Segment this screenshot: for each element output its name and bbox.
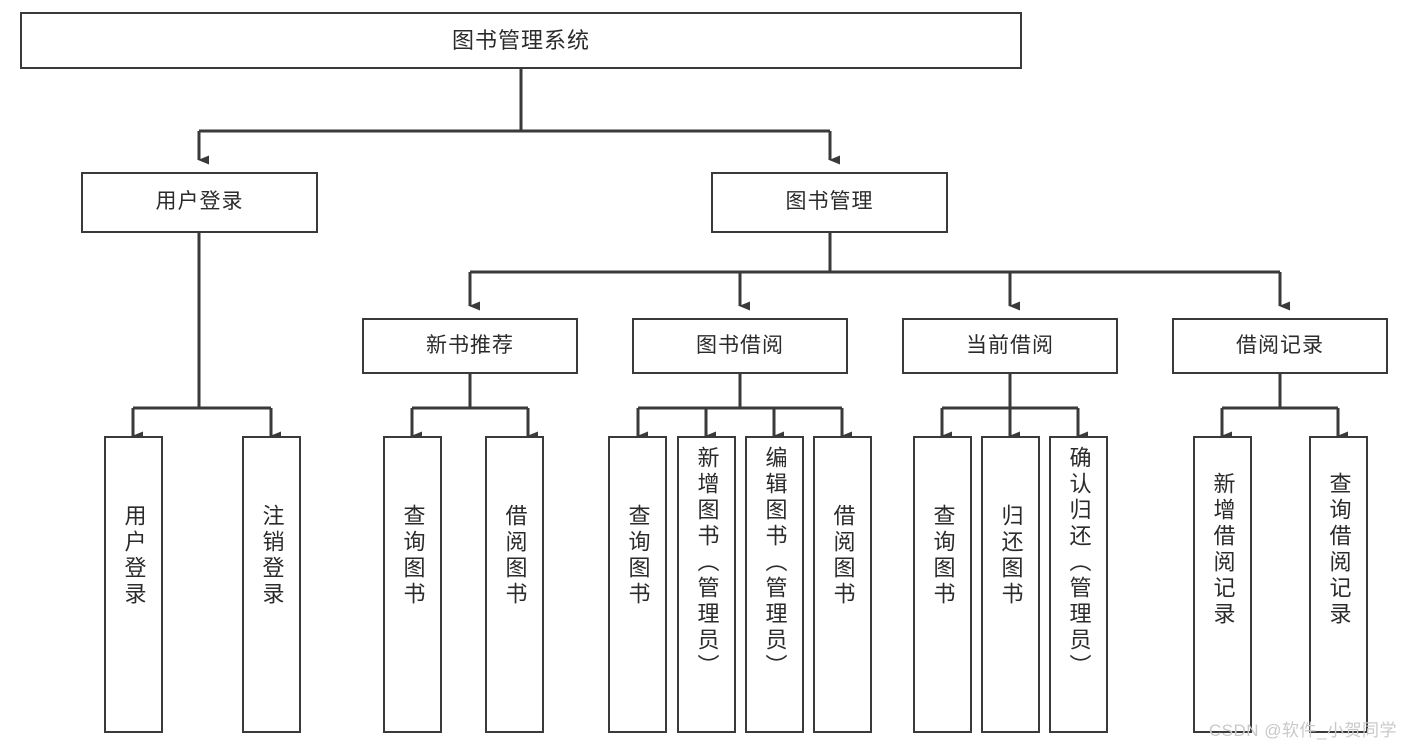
node-label: 确认归还（管理员） xyxy=(1066,446,1092,680)
leaf-user-login[interactable]: 用户登录 xyxy=(104,436,163,733)
node-label: 当前借阅 xyxy=(966,333,1054,357)
leaf-confirm-return[interactable]: 确认归还（管理员） xyxy=(1049,436,1108,733)
leaf-return-book[interactable]: 归还图书 xyxy=(981,436,1040,733)
node-label: 归还图书 xyxy=(998,504,1024,608)
node-label: 查询图书 xyxy=(400,504,426,608)
leaf-query-book-recommend[interactable]: 查询图书 xyxy=(383,436,442,733)
node-label: 图书借阅 xyxy=(696,333,784,357)
leaf-borrow-book-recommend[interactable]: 借阅图书 xyxy=(485,436,544,733)
node-label: 查询图书 xyxy=(930,504,956,608)
leaf-query-book-current[interactable]: 查询图书 xyxy=(913,436,972,733)
leaf-query-book-borrow[interactable]: 查询图书 xyxy=(608,436,667,733)
node-label: 编辑图书（管理员） xyxy=(762,446,788,680)
node-label: 查询借阅记录 xyxy=(1326,472,1352,628)
leaf-add-borrow-record[interactable]: 新增借阅记录 xyxy=(1193,436,1252,733)
node-label: 借阅图书 xyxy=(502,504,528,608)
watermark: CSDN @软件_小贺同学 xyxy=(1208,721,1397,740)
node-label: 用户登录 xyxy=(155,190,244,214)
node-label: 查询图书 xyxy=(625,504,651,608)
leaf-logout[interactable]: 注销登录 xyxy=(242,436,301,733)
node-label: 新书推荐 xyxy=(426,333,514,357)
node-book-borrow[interactable]: 图书借阅 xyxy=(632,318,848,374)
leaf-edit-book[interactable]: 编辑图书（管理员） xyxy=(745,436,804,733)
node-label: 新增图书（管理员） xyxy=(694,446,720,680)
node-borrow-record[interactable]: 借阅记录 xyxy=(1172,318,1388,374)
node-label: 用户登录 xyxy=(121,504,147,608)
node-new-book-recommend[interactable]: 新书推荐 xyxy=(362,318,578,374)
leaf-add-book[interactable]: 新增图书（管理员） xyxy=(677,436,736,733)
node-label: 图书管理 xyxy=(785,190,874,214)
node-label: 图书管理系统 xyxy=(451,27,590,53)
node-label: 借阅图书 xyxy=(830,504,856,608)
node-label: 借阅记录 xyxy=(1236,333,1324,357)
node-user-login[interactable]: 用户登录 xyxy=(81,172,318,233)
leaf-query-borrow-record[interactable]: 查询借阅记录 xyxy=(1309,436,1368,733)
node-book-management[interactable]: 图书管理 xyxy=(711,172,948,233)
node-root-book-management-system[interactable]: 图书管理系统 xyxy=(20,12,1022,69)
node-label: 新增借阅记录 xyxy=(1210,472,1236,628)
leaf-borrow-book-borrow[interactable]: 借阅图书 xyxy=(813,436,872,733)
node-label: 注销登录 xyxy=(259,504,285,608)
node-current-borrow[interactable]: 当前借阅 xyxy=(902,318,1118,374)
